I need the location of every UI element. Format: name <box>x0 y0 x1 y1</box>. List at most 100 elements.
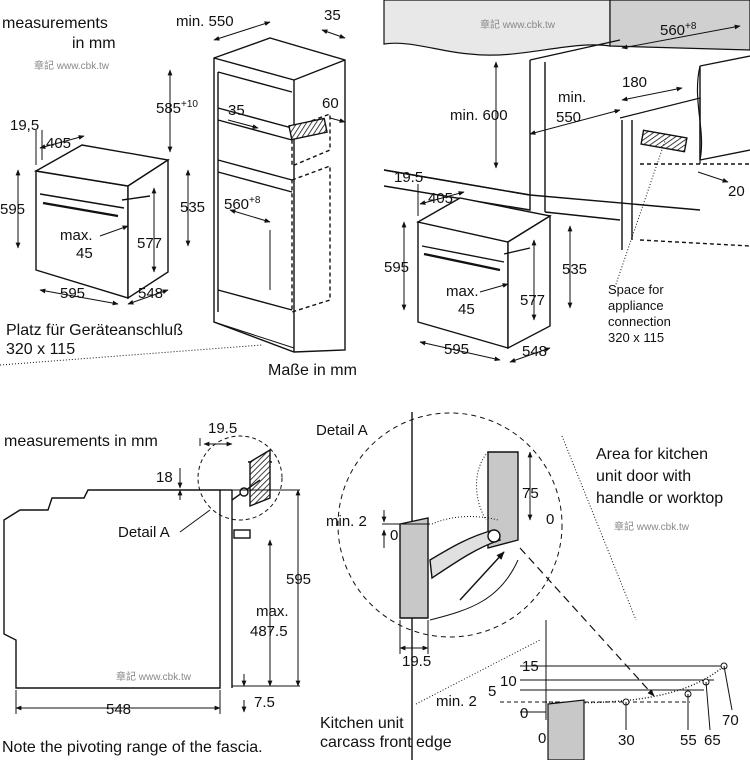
q3-dim-548: 548 <box>106 701 132 718</box>
q2-dim-405: 405 <box>428 190 454 207</box>
q4-scale-10: 10 <box>500 673 517 690</box>
q4-x-65: 65 <box>704 732 721 749</box>
q1-niche-35-top: 35 <box>324 7 341 24</box>
q1-dim-577: 577 <box>137 235 163 252</box>
q4-area-line3: handle or worktop <box>596 490 724 507</box>
q4-leader-area <box>561 435 637 621</box>
q2-space-line2: appliance <box>608 298 664 313</box>
q1-dim-595-left: 595 <box>0 201 26 218</box>
q4-dim-0-left: 0 <box>390 527 399 544</box>
q1-niche-dims <box>167 21 346 290</box>
q2-oven-dims <box>401 184 573 363</box>
q2-dim-560-value: 560 <box>660 22 686 39</box>
q2-space-line1: Space for <box>608 282 664 297</box>
q1-watermark: 章記 www.cbk.tw <box>34 61 110 72</box>
q2-dim-45: 45 <box>458 301 475 318</box>
q4-scale <box>500 620 733 731</box>
q1-in-mm-label: in mm <box>72 35 116 52</box>
q3-oven-section <box>3 448 272 689</box>
q4-dim-19-5: 19.5 <box>402 653 432 670</box>
q3-dim-19-5: 19.5 <box>208 420 238 437</box>
q4-dim-0-right: 0 <box>546 511 555 528</box>
q1-dim-405: 405 <box>46 135 72 152</box>
q4-detail-dims <box>381 451 533 654</box>
q4-scale-5: 5 <box>488 683 497 700</box>
q4-scale-15: 15 <box>522 658 539 675</box>
q4-x-55: 55 <box>680 732 697 749</box>
q1-niche-560-value: 560 <box>224 196 250 213</box>
q2-dim-max: max. <box>446 283 479 300</box>
q4-x-70: 70 <box>722 712 739 729</box>
q1-niche-35: 35 <box>228 102 245 119</box>
q2-oven <box>416 197 552 350</box>
q1-dim-19-5: 19,5 <box>10 117 40 134</box>
q4-scale-0: 0 <box>520 705 529 722</box>
q1-niche-585: 585+10 <box>156 99 198 117</box>
q2-cabinet <box>383 39 750 250</box>
q4-min2: min. 2 <box>326 513 367 530</box>
q4-dim-75: 75 <box>522 485 539 502</box>
q2-dim-560: 560+8 <box>660 21 697 39</box>
q4-x-0: 0 <box>538 730 547 747</box>
q2-space-line3: connection <box>608 314 671 329</box>
q1-niche-585-sup: +10 <box>181 99 198 110</box>
q4-detail-circle <box>337 412 563 638</box>
q3-dim-595: 595 <box>286 571 312 588</box>
q3-watermark: 章記 www.cbk.tw <box>116 672 192 683</box>
q1-niche <box>213 37 346 353</box>
q2-dim-535: 535 <box>562 261 588 278</box>
q1-niche-560-sup: +8 <box>249 195 261 206</box>
q4-leader-kitchen <box>415 639 541 705</box>
q4-kitchen-line2: carcass front edge <box>320 734 452 751</box>
q1-niche-585-value: 585 <box>156 100 182 117</box>
q1-masse-label: Maße in mm <box>268 362 357 379</box>
q1-niche-min550: min. 550 <box>176 13 234 30</box>
q2-dim-548: 548 <box>522 343 548 360</box>
q4-kitchen-line1: Kitchen unit <box>320 715 404 732</box>
q3-measurements-label: measurements in mm <box>4 433 158 450</box>
q4-door-panel <box>547 699 585 760</box>
q2-dim-180: 180 <box>622 74 648 91</box>
q3-dim-7-5: 7.5 <box>254 694 275 711</box>
q1-dim-max: max. <box>60 227 93 244</box>
q1-dim-535: 535 <box>180 199 206 216</box>
q2-min: min. <box>558 89 587 106</box>
q4-detail-parts <box>399 412 519 760</box>
q3-dims <box>15 438 301 714</box>
q4-watermark: 章記 www.cbk.tw <box>614 522 690 533</box>
q1-dim-548: 548 <box>138 285 164 302</box>
q1-niche-560: 560+8 <box>224 195 261 213</box>
q4-zoom-line <box>519 547 655 697</box>
q4-x-30: 30 <box>618 732 635 749</box>
q2-dim-560-sup: +8 <box>685 21 697 32</box>
q2-min600: min. 600 <box>450 107 508 124</box>
q2-space-line4: 320 x 115 <box>608 330 665 345</box>
q2-cabinet-dims <box>493 24 741 183</box>
q2-dim-550: 550 <box>556 109 582 126</box>
q4-scale-min2: min. 2 <box>436 693 477 710</box>
q3-dim-18: 18 <box>156 469 173 486</box>
q3-detail-circle <box>197 435 283 521</box>
q1-dim-595-bottom: 595 <box>60 285 86 302</box>
q4-area-line2: unit door with <box>596 468 692 485</box>
q2-dim-19-5: 19.5 <box>394 169 424 186</box>
q1-platz-label: Platz für Geräteanschluß <box>6 322 183 339</box>
q3-note: Note the pivoting range of the fascia. <box>2 739 263 756</box>
q3-detail-a: Detail A <box>118 524 170 541</box>
q2-dim-20: 20 <box>728 183 745 200</box>
q1-oven <box>33 144 170 300</box>
q2-dim-595-left: 595 <box>384 259 410 276</box>
q3-dim-max: max. <box>256 603 289 620</box>
q1-niche-60: 60 <box>322 95 339 112</box>
q2-dim-595-bottom: 595 <box>444 341 470 358</box>
q1-measurements-label: measurements <box>2 15 108 32</box>
q4-detail-a: Detail A <box>316 422 368 439</box>
q4-area-line1: Area for kitchen <box>596 446 709 463</box>
q1-platz-size: 320 x 115 <box>6 341 76 358</box>
q1-oven-dims <box>15 130 191 306</box>
q2-dim-577: 577 <box>520 292 546 309</box>
q2-watermark: 章記 www.cbk.tw <box>480 20 556 31</box>
q3-dim-487-5: 487.5 <box>250 623 288 640</box>
q1-dim-45: 45 <box>76 245 93 262</box>
